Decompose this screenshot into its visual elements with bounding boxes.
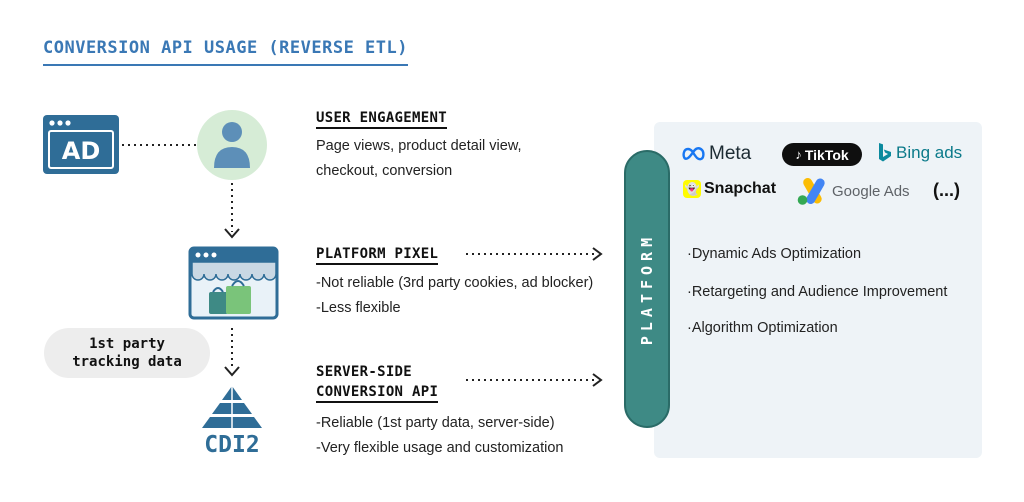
arrowhead-pixel [592, 247, 603, 261]
arrowhead-user-store [224, 228, 240, 239]
platform-pixel-line2: -Less flexible [316, 300, 401, 316]
user-engagement-line2: checkout, conversion [316, 163, 453, 179]
ad-icon-label: AD [62, 137, 101, 165]
tracking-data-pill: 1st party tracking data [44, 328, 210, 378]
platform-pixel-line1: -Not reliable (3rd party cookies, ad blo… [316, 275, 594, 291]
platform-panel [654, 122, 982, 458]
platform-pixel-heading: PLATFORM PIXEL [316, 246, 439, 265]
snapchat-logo-text: Snapchat [704, 180, 777, 197]
feature-retargeting: ·Retargeting and Audience Improvement [687, 284, 948, 300]
server-side-line2: -Very flexible usage and customization [316, 440, 564, 456]
tiktok-logo-text: TikTok [804, 146, 849, 163]
platform-label: PLATFORM [624, 150, 670, 428]
meta-logo-text: Meta [709, 143, 752, 164]
user-engagement-text: Page views, product detail view, checkou… [316, 134, 522, 184]
tiktok-note-icon: ♪ [795, 147, 802, 162]
tracking-pill-line1: 1st party [89, 336, 165, 352]
server-side-heading-line1: SERVER-SIDE [316, 364, 413, 380]
page-title: CONVERSION API USAGE (REVERSE ETL) [43, 38, 408, 66]
platform-bar [624, 150, 670, 428]
bing-logo: Bing ads [878, 143, 962, 163]
google-ads-logo: Google Ads [796, 176, 910, 206]
arrowhead-server [592, 373, 603, 387]
user-icon [197, 110, 267, 180]
store-icon [188, 246, 279, 320]
meta-infinity-icon [682, 147, 705, 161]
server-side-line1: -Reliable (1st party data, server-side) [316, 415, 555, 431]
google-ads-icon [797, 178, 825, 205]
platform-pixel-text: -Not reliable (3rd party cookies, ad blo… [316, 271, 593, 321]
user-engagement-line1: Page views, product detail view, [316, 138, 522, 154]
more-platforms-text: (...) [933, 180, 960, 200]
cdi-label: CDI2 [204, 432, 260, 458]
server-side-heading-line2: CONVERSION API [316, 384, 439, 403]
feature-algorithm: ·Algorithm Optimization [687, 320, 838, 336]
meta-logo: Meta [682, 143, 751, 165]
ad-browser-icon [43, 115, 119, 174]
snapchat-ghost-icon: 👻 [683, 180, 701, 198]
snapchat-logo: 👻 Snapchat [683, 180, 776, 198]
arrowhead-store-cdi [224, 366, 240, 377]
tiktok-logo: ♪ TikTok [782, 143, 862, 166]
server-side-text: -Reliable (1st party data, server-side) … [316, 411, 563, 461]
cdi-pyramid-icon [202, 386, 262, 428]
feature-dynamic-ads: ·Dynamic Ads Optimization [687, 246, 862, 262]
google-ads-logo-text: Google Ads [832, 182, 910, 200]
bing-logo-text: Bing ads [896, 143, 963, 162]
tracking-pill-line2: tracking data [72, 354, 182, 370]
server-side-heading: SERVER-SIDE CONVERSION API [316, 362, 439, 403]
bing-b-icon [879, 143, 891, 162]
user-engagement-heading: USER ENGAGEMENT [316, 110, 447, 129]
platform-label-text: PLATFORM [638, 232, 656, 346]
